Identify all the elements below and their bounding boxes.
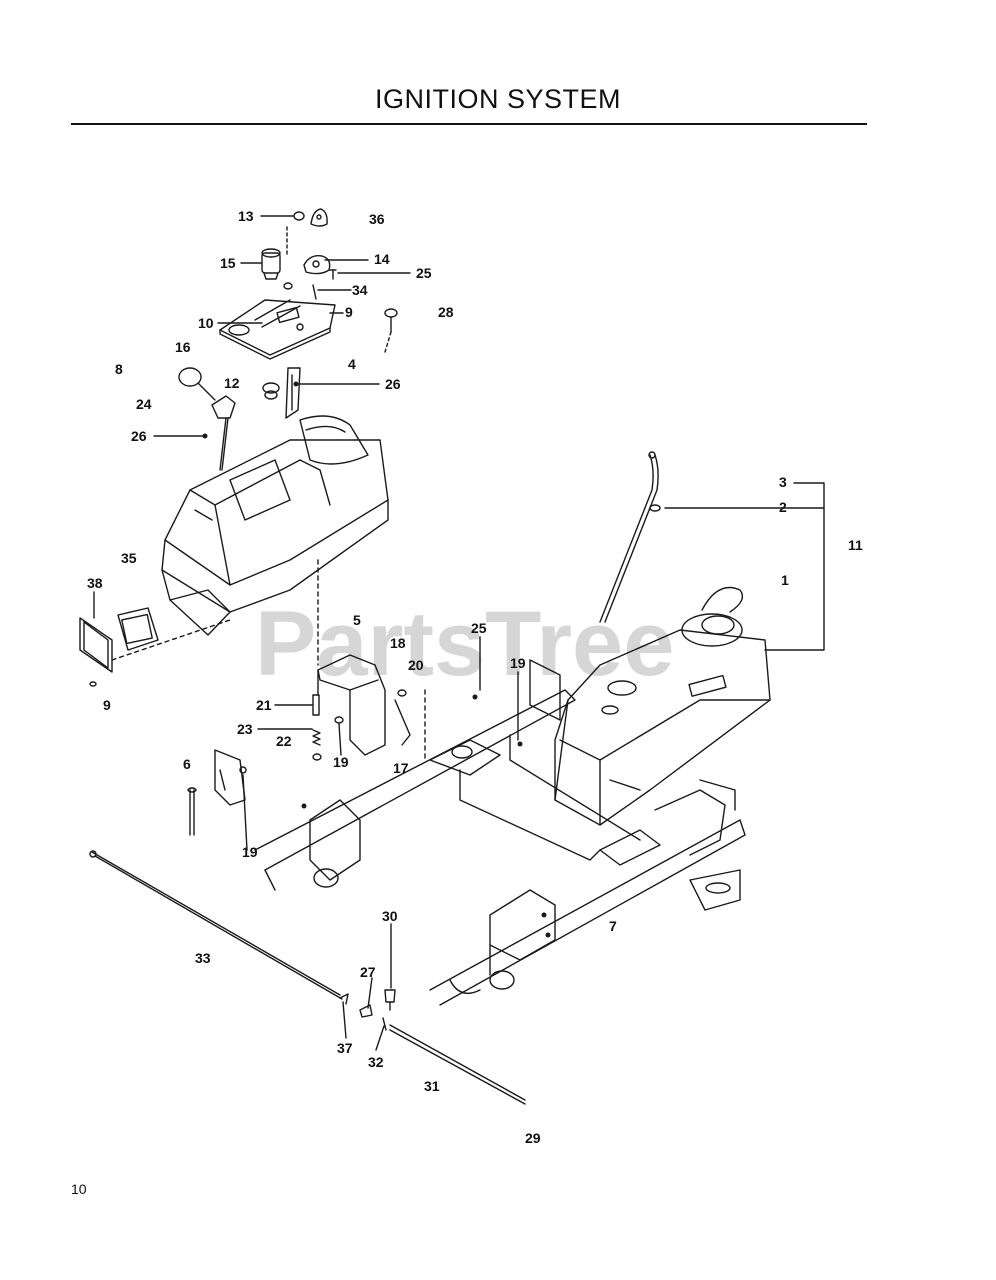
- callout-13: 13: [238, 208, 254, 224]
- callout-10: 10: [198, 315, 214, 331]
- callout-11: 11: [848, 537, 863, 553]
- callout-36: 36: [369, 211, 385, 227]
- part-30-screw: [384, 989, 396, 1011]
- part-33-rod: [89, 850, 343, 1000]
- callout-34: 34: [352, 282, 368, 298]
- part-22-spring: [312, 729, 322, 761]
- callout-4: 4: [348, 356, 356, 372]
- part-headlight: [117, 607, 159, 651]
- part-14-bezel: [303, 255, 331, 275]
- callout-3: 3: [779, 474, 787, 490]
- part-27-washer: [359, 1004, 373, 1018]
- callout-16: 16: [175, 339, 191, 355]
- part-5-bracket: [317, 654, 386, 756]
- callout-33: 33: [195, 950, 211, 966]
- callout-31: 31: [424, 1078, 440, 1094]
- part-32-pin: [382, 1017, 387, 1031]
- part-18-bracket: [394, 689, 411, 746]
- callout-17: 17: [393, 760, 409, 776]
- callout-26-left: 26: [131, 428, 147, 444]
- callout-27: 27: [360, 964, 376, 980]
- part-21-pin: [312, 694, 320, 716]
- part-19b-nut: [334, 716, 344, 724]
- callout-22: 22: [276, 733, 292, 749]
- callout-24: 24: [136, 396, 152, 412]
- callout-bracket-11: [664, 482, 825, 651]
- hardware-dots: [202, 381, 551, 938]
- part-34-pin: [312, 284, 317, 300]
- callout-29: 29: [525, 1130, 541, 1146]
- part-38-panel: [79, 617, 113, 687]
- callout-20: 20: [408, 657, 424, 673]
- part-12-knob: [178, 367, 216, 401]
- title-divider: [71, 123, 867, 125]
- part-37-clip: [339, 993, 349, 1005]
- part-4-throttle: [285, 367, 301, 419]
- callout-23: 23: [237, 721, 253, 737]
- part-7-frame: [254, 659, 746, 1006]
- part-36-key: [310, 208, 328, 227]
- callout-9-top: 9: [345, 304, 353, 320]
- callout-35: 35: [121, 550, 137, 566]
- part-31-rod: [389, 1024, 526, 1105]
- callout-9-bottom: 9: [103, 697, 111, 713]
- callout-25-mid: 25: [471, 620, 487, 636]
- callout-18: 18: [390, 635, 406, 651]
- callout-labels: 13 36 15 14 25 34 10 9 28 16 4 8 12 26 2…: [87, 208, 863, 1146]
- callout-19-left: 19: [242, 844, 258, 860]
- callout-32: 32: [368, 1054, 384, 1070]
- part-6-bracket: [187, 749, 247, 836]
- part-1-fuel-tank: [554, 586, 771, 826]
- callout-25-top: 25: [416, 265, 432, 281]
- callout-26-right: 26: [385, 376, 401, 392]
- page-number: 10: [71, 1181, 87, 1197]
- leader-lines: [93, 215, 519, 1051]
- callout-12: 12: [224, 375, 240, 391]
- part-35-console-housing: [161, 415, 389, 636]
- callout-30: 30: [382, 908, 398, 924]
- callout-8: 8: [115, 361, 123, 377]
- callout-19-mid: 19: [333, 754, 349, 770]
- callout-5: 5: [353, 612, 361, 628]
- callout-38: 38: [87, 575, 103, 591]
- callout-19-right: 19: [510, 655, 526, 671]
- leader-dash: [111, 619, 231, 661]
- part-10-control-plate: [219, 299, 336, 360]
- callout-14: 14: [374, 251, 390, 267]
- part-15-ignition-switch: [261, 248, 281, 280]
- callout-6: 6: [183, 756, 191, 772]
- part-28-screw: [384, 308, 398, 353]
- part-24-lever: [211, 395, 236, 471]
- callout-7: 7: [609, 918, 617, 934]
- callout-15: 15: [220, 255, 236, 271]
- part-13-nut: [293, 211, 305, 221]
- part-25-screw: [329, 269, 337, 280]
- part-3-fuel-tube: [599, 451, 661, 623]
- part-16-switch: [262, 382, 280, 400]
- callout-1: 1: [781, 572, 789, 588]
- callout-28: 28: [438, 304, 454, 320]
- callout-37: 37: [337, 1040, 353, 1056]
- callout-2: 2: [779, 499, 787, 515]
- page-title: IGNITION SYSTEM: [374, 84, 622, 114]
- callout-21: 21: [256, 697, 272, 713]
